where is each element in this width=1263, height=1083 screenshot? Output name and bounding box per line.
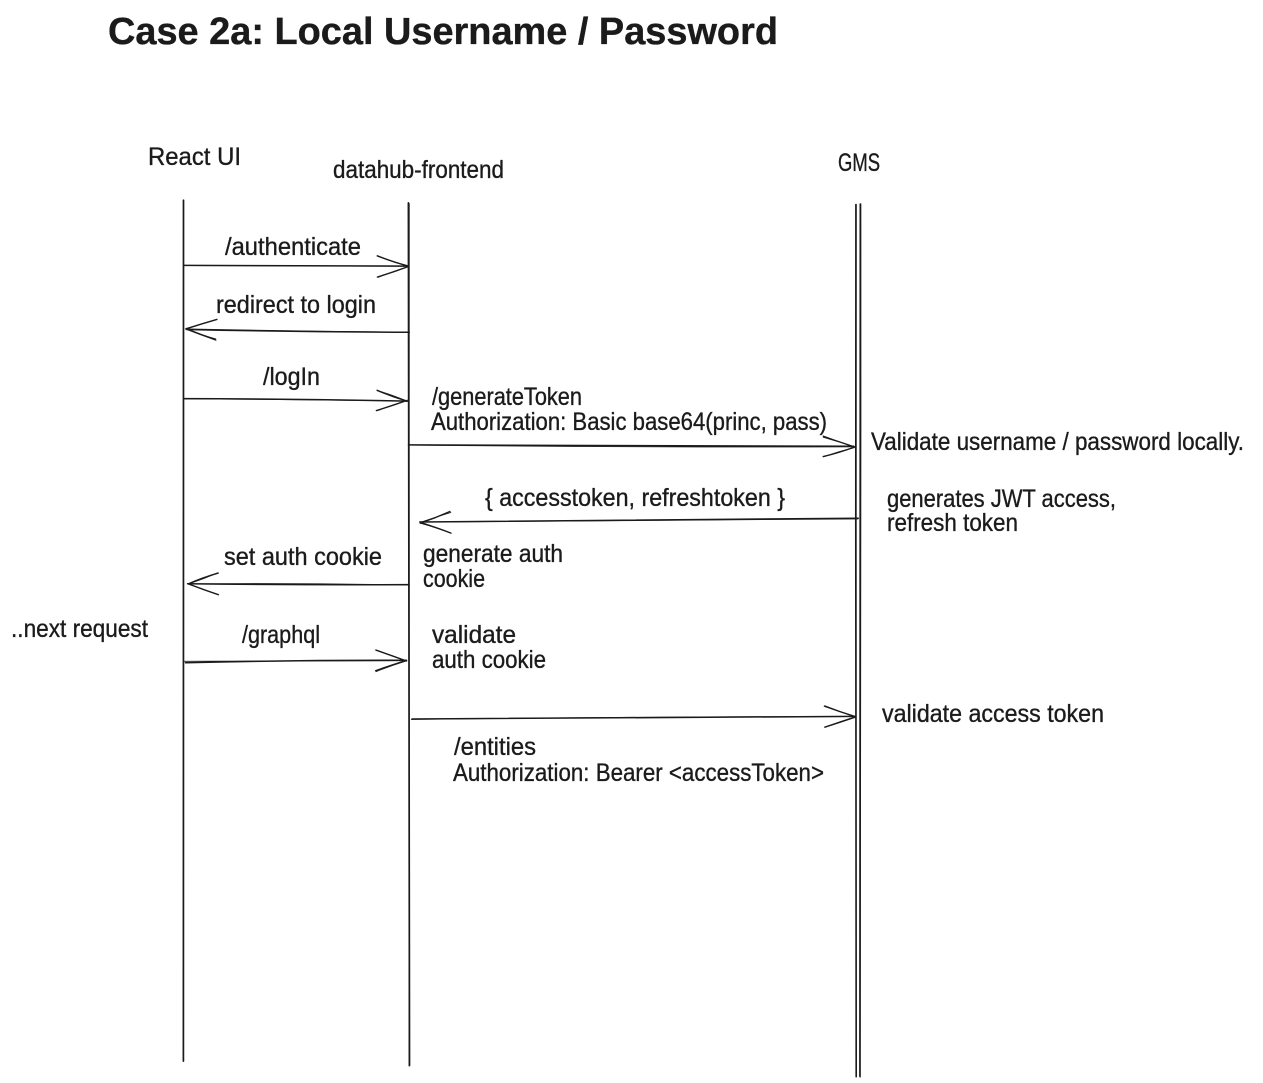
svg-text:redirect to login: redirect to login	[216, 291, 376, 319]
svg-text:Case 2a: Local Username / Pass: Case 2a: Local Username / Password	[108, 11, 778, 53]
svg-text:GMS: GMS	[838, 149, 880, 177]
svg-text:/graphql: /graphql	[242, 621, 320, 649]
svg-text:datahub-frontend: datahub-frontend	[333, 156, 504, 184]
svg-text:{ accesstoken, refreshtoken }: { accesstoken, refreshtoken }	[485, 484, 785, 512]
svg-text:/entities: /entities	[454, 733, 536, 761]
svg-text:validate: validate	[432, 621, 516, 649]
svg-text:Authorization: Basic base64(pr: Authorization: Basic base64(princ, pass)	[431, 408, 827, 436]
svg-text:Validate username / password l: Validate username / password locally.	[871, 428, 1244, 456]
svg-text:cookie: cookie	[423, 565, 485, 593]
svg-text:React UI: React UI	[148, 143, 241, 171]
svg-text:Authorization: Bearer <accessT: Authorization: Bearer <accessToken>	[453, 759, 824, 787]
svg-text:generates JWT access,: generates JWT access,	[887, 485, 1116, 513]
svg-text:validate access token: validate access token	[882, 700, 1104, 728]
svg-text:/authenticate: /authenticate	[225, 233, 361, 261]
svg-text:/generateToken: /generateToken	[432, 383, 582, 411]
svg-text:..next request: ..next request	[11, 615, 148, 643]
svg-text:/logIn: /logIn	[263, 363, 320, 391]
svg-text:refresh token: refresh token	[887, 509, 1018, 537]
svg-text:set auth cookie: set auth cookie	[224, 543, 382, 571]
svg-text:generate auth: generate auth	[423, 540, 563, 568]
svg-text:auth cookie: auth cookie	[432, 646, 546, 674]
